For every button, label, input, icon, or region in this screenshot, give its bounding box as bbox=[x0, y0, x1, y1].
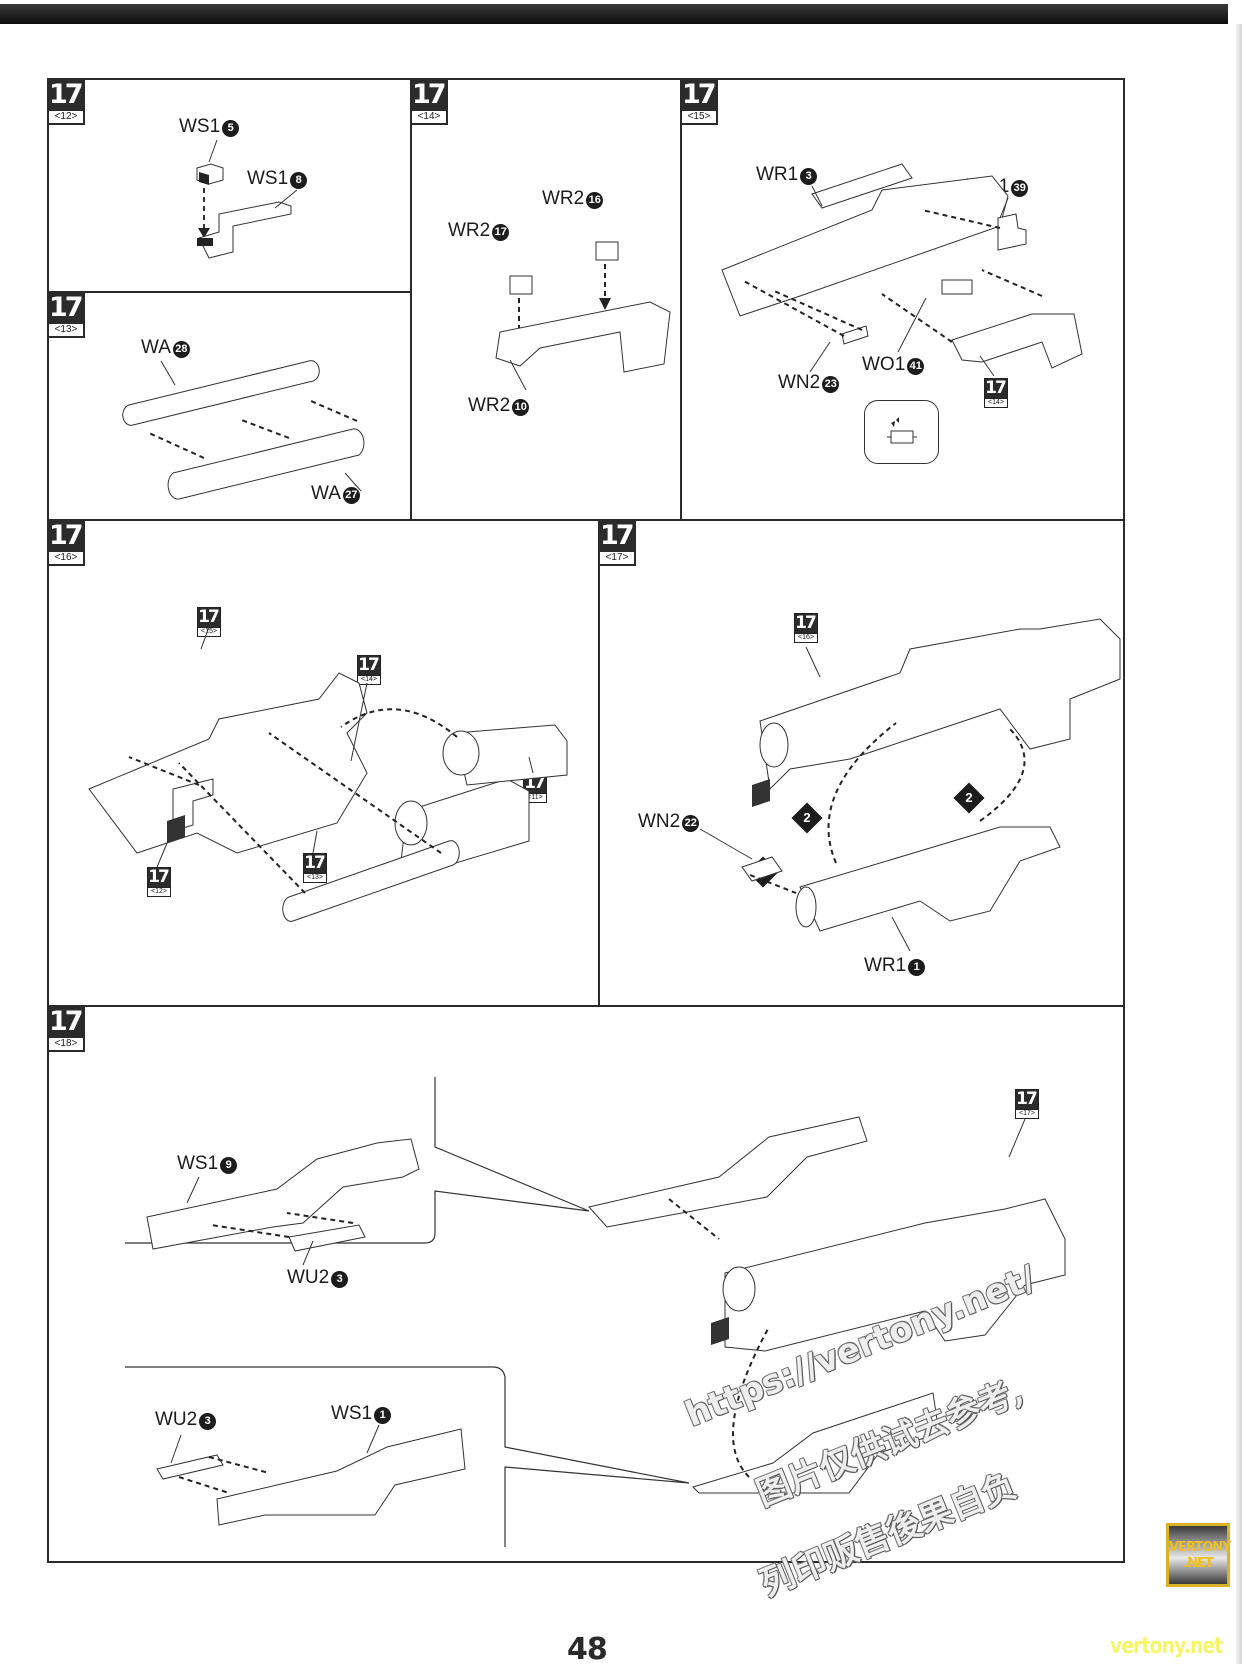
step-badge: 17 <13> bbox=[49, 293, 85, 338]
step-badge: 17 <14> bbox=[412, 80, 448, 125]
step-number: 17 bbox=[49, 293, 84, 323]
sub-assembly-ref: 17<14> bbox=[984, 378, 1008, 408]
step-number: 17 bbox=[600, 521, 635, 551]
step-sub-number: <12> bbox=[49, 110, 83, 123]
sub-assembly-ref: 17<12> bbox=[147, 867, 171, 897]
sub-assembly-ref: 17<17> bbox=[1015, 1089, 1039, 1119]
part-diagram bbox=[699, 618, 1121, 952]
step-number: 17 bbox=[49, 521, 84, 551]
step-sub-number: <17> bbox=[600, 551, 634, 564]
sub-assembly-ref: 17<16> bbox=[794, 613, 818, 643]
step-sub-number: <16> bbox=[49, 551, 83, 564]
step-sub-number: <14> bbox=[412, 110, 446, 123]
part-diagram bbox=[721, 163, 1083, 377]
note-box bbox=[864, 400, 939, 464]
step-sub-number: <18> bbox=[49, 1037, 83, 1050]
step-badge: 17 <16> bbox=[49, 521, 85, 566]
page-number: 48 bbox=[567, 1632, 608, 1667]
page-top-bar bbox=[0, 4, 1228, 24]
panel-step-17-16: 17 <16> 17<15> 17<14> 17<11> 17<13> 17<1… bbox=[47, 519, 600, 1007]
step-number: 17 bbox=[49, 80, 84, 110]
part-diagram bbox=[495, 241, 671, 391]
footer-watermark: vertony.net bbox=[1110, 1634, 1223, 1659]
step-badge: 17 <15> bbox=[682, 80, 718, 125]
page-right-edge bbox=[1236, 24, 1242, 1664]
sub-assembly-ref: 17<13> bbox=[303, 853, 327, 883]
step-badge: 17 <17> bbox=[600, 521, 636, 566]
vertony-logo: VERTONY .NET bbox=[1166, 1523, 1232, 1587]
step-number: 17 bbox=[49, 1007, 84, 1037]
step-badge: 17 <18> bbox=[49, 1007, 85, 1052]
part-diagram bbox=[122, 360, 365, 500]
step-sub-number: <15> bbox=[682, 110, 716, 123]
step-badge: 17 <12> bbox=[49, 80, 85, 125]
sub-assembly-ref: 17<14> bbox=[357, 655, 381, 685]
step-sub-number: <13> bbox=[49, 323, 83, 336]
part-diagram bbox=[125, 1077, 1066, 1547]
part-diagram bbox=[196, 139, 298, 259]
step-number: 17 bbox=[682, 80, 717, 110]
part-diagram bbox=[88, 626, 568, 922]
step-number: 17 bbox=[412, 80, 447, 110]
